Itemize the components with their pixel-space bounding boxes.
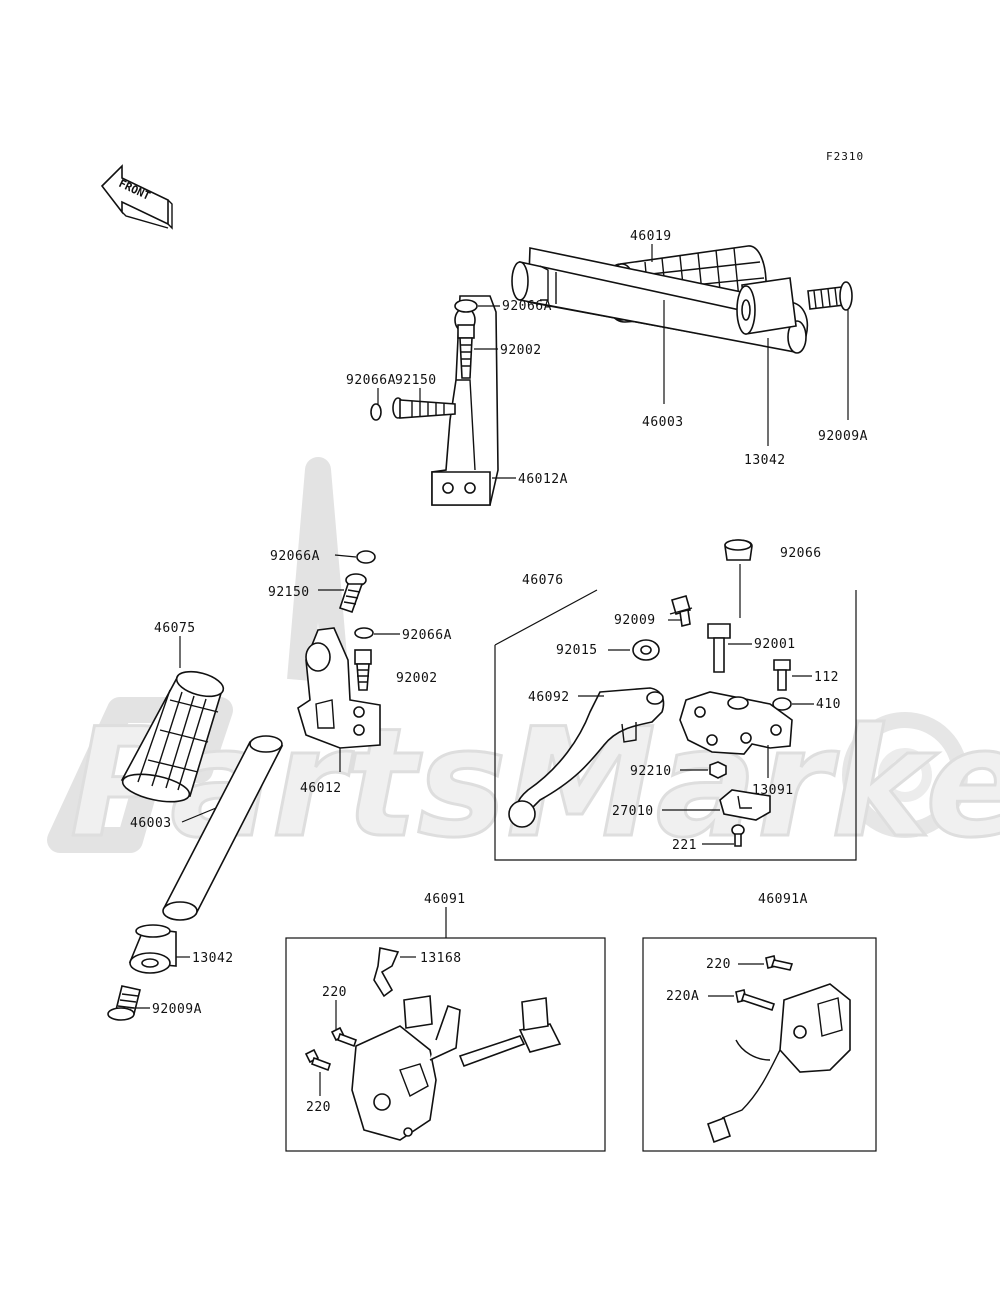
label-92066a: 92066A (346, 373, 396, 388)
label-220: 220 (322, 985, 347, 1000)
label-13042: 13042 (744, 453, 786, 468)
part-bolt-112 (773, 659, 791, 691)
part-washer-92066a-4 (354, 627, 374, 639)
part-pivot-bolt-92001 (707, 623, 731, 673)
label-410: 410 (816, 697, 841, 712)
part-bolt-92009a-left (107, 985, 141, 1021)
label-46003: 46003 (642, 415, 684, 430)
part-screw-221 (731, 824, 745, 847)
label-92066a: 92066A (402, 628, 452, 643)
part-screw-220-3 (765, 955, 794, 971)
label-221: 221 (672, 838, 697, 853)
label-92150: 92150 (268, 585, 310, 600)
front-arrow-icon: FRONT (100, 164, 173, 230)
part-washer-92066a-3 (356, 550, 376, 564)
label-92009: 92009 (614, 613, 656, 628)
part-bolt-92009a-right (807, 281, 853, 311)
part-screw-220-1 (330, 1026, 358, 1048)
label-220: 220 (706, 957, 731, 972)
part-handlebar-46003-left (162, 735, 284, 921)
part-switch-27010 (719, 789, 771, 821)
part-bolt-92002-1 (457, 324, 475, 379)
diagram-code: F2310 (826, 150, 864, 163)
label-46075: 46075 (154, 621, 196, 636)
label-92002: 92002 (500, 343, 542, 358)
part-lever-holder-13091 (679, 691, 793, 755)
part-grip-46075 (120, 670, 225, 803)
part-switch-housing-46091a (706, 983, 851, 1144)
part-screw-220a (735, 989, 776, 1012)
part-nut-92015 (632, 639, 660, 661)
part-labels: 46019 92066A 92002 92150 92066A 46003 13… (130, 229, 868, 1115)
label-46012a: 46012A (518, 472, 568, 487)
label-46091a: 46091A (758, 892, 808, 907)
box-lever-assembly (494, 589, 857, 861)
part-holder-46012a (431, 295, 499, 506)
label-220a: 220A (666, 989, 699, 1004)
label-46091: 46091 (424, 892, 466, 907)
box-switch-46091a (642, 937, 877, 1152)
part-collar-13042-right (736, 277, 797, 335)
part-washer-410 (772, 697, 792, 711)
label-27010: 27010 (612, 804, 654, 819)
part-lever-46092 (508, 687, 665, 828)
label-112: 112 (814, 670, 839, 685)
label-92002: 92002 (396, 671, 438, 686)
label-92210: 92210 (630, 764, 672, 779)
label-220: 220 (306, 1100, 331, 1115)
label-13091: 13091 (752, 783, 794, 798)
label-92066a: 92066A (270, 549, 320, 564)
label-46019: 46019 (630, 229, 672, 244)
part-cap-92066 (724, 539, 753, 561)
part-screw-220-2 (304, 1048, 332, 1072)
leader-lines (130, 244, 849, 1096)
part-clamp-13168 (373, 947, 400, 998)
label-92009a: 92009A (818, 429, 868, 444)
label-13042: 13042 (192, 951, 234, 966)
part-collar-13042-left (128, 924, 177, 974)
part-bolt-92150-1 (392, 397, 456, 419)
part-washer-92066a-1 (454, 299, 478, 313)
label-92150: 92150 (395, 373, 437, 388)
part-bolt-92009 (669, 595, 693, 627)
label-92066a: 92066A (502, 299, 552, 314)
part-nut-92210 (709, 761, 727, 779)
label-92015: 92015 (556, 643, 598, 658)
label-46092: 46092 (528, 690, 570, 705)
label-46076: 46076 (522, 573, 564, 588)
label-92066: 92066 (780, 546, 822, 561)
label-46012: 46012 (300, 781, 342, 796)
part-bolt-92002-2 (354, 649, 372, 691)
label-92009a: 92009A (152, 1002, 202, 1017)
label-46003: 46003 (130, 816, 172, 831)
part-washer-92066a-2 (370, 403, 382, 421)
label-92001: 92001 (754, 637, 796, 652)
label-13168: 13168 (420, 951, 462, 966)
part-switch-housing-46091 (351, 995, 562, 1141)
part-handlebar-46003-right (511, 247, 809, 354)
part-holder-46012 (297, 627, 381, 749)
part-bolt-92150-2 (338, 573, 367, 614)
